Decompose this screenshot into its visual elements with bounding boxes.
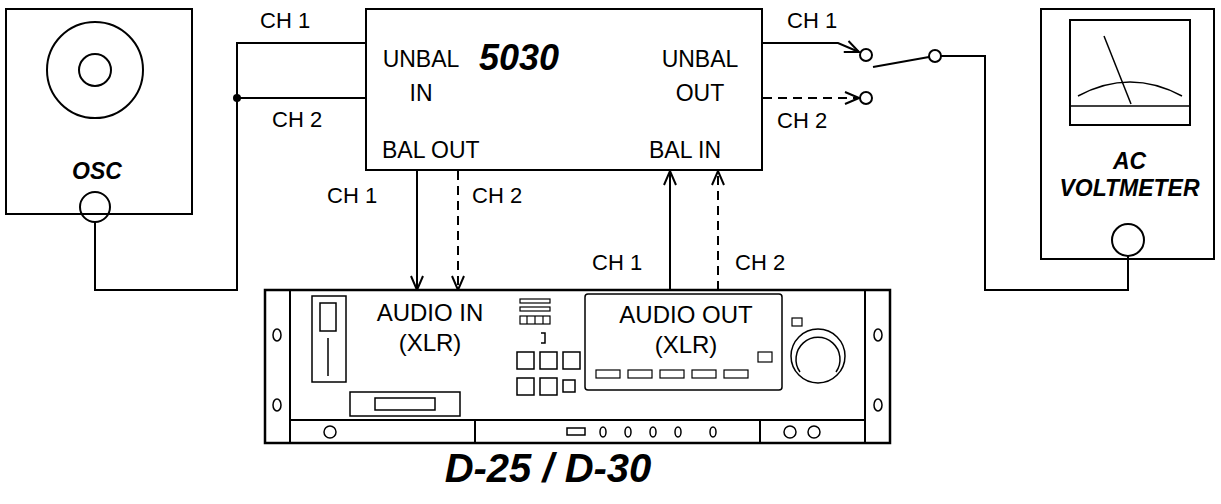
channel-label: CH 2 bbox=[470, 183, 524, 209]
interface-box: UNBAL IN5030 UNBAL OUT BAL OUT BAL IN bbox=[365, 8, 763, 171]
port-label: BAL OUT bbox=[382, 135, 480, 165]
voltmeter-box: AC VOLTMETER bbox=[1040, 8, 1215, 260]
signal-connector bbox=[417, 171, 418, 290]
recorder-unit: AUDIO IN (XLR)AUDIO OUT (XLR)D-25 / D-30 bbox=[265, 290, 890, 445]
channel-label: CH 1 bbox=[590, 250, 644, 276]
port-label: UNBAL OUT bbox=[647, 42, 753, 110]
port-label: UNBAL IN bbox=[373, 42, 469, 110]
signal-connector bbox=[670, 171, 671, 290]
connector-label: AUDIO IN (XLR) bbox=[360, 298, 500, 358]
model-heading: D-25 / D-30 bbox=[348, 445, 748, 491]
channel-label: CH 2 bbox=[270, 107, 324, 133]
oscillator-art bbox=[47, 22, 241, 222]
channel-label: CH 1 bbox=[325, 183, 379, 209]
signal-connector bbox=[458, 171, 459, 290]
junction-dot bbox=[233, 94, 241, 102]
signal-connector bbox=[763, 43, 859, 52]
channel-label: CH 2 bbox=[733, 250, 787, 276]
channel-label: CH 1 bbox=[785, 8, 839, 34]
channel-label: CH 2 bbox=[775, 108, 829, 134]
signal-connector bbox=[718, 171, 719, 290]
port-label: BAL IN bbox=[649, 135, 721, 165]
connector-label: AUDIO OUT (XLR) bbox=[610, 300, 762, 360]
model-number: 5030 bbox=[479, 38, 559, 78]
recorder-art bbox=[265, 290, 890, 443]
channel-label: CH 1 bbox=[258, 8, 312, 34]
selector-switch bbox=[860, 49, 1128, 290]
signal-connector bbox=[763, 98, 859, 99]
signal-connector bbox=[95, 43, 365, 290]
meter-art bbox=[1070, 20, 1190, 256]
device-name: OSC bbox=[7, 156, 187, 186]
oscillator-box: OSC bbox=[5, 8, 193, 215]
device-name: AC VOLTMETER bbox=[1054, 148, 1205, 202]
